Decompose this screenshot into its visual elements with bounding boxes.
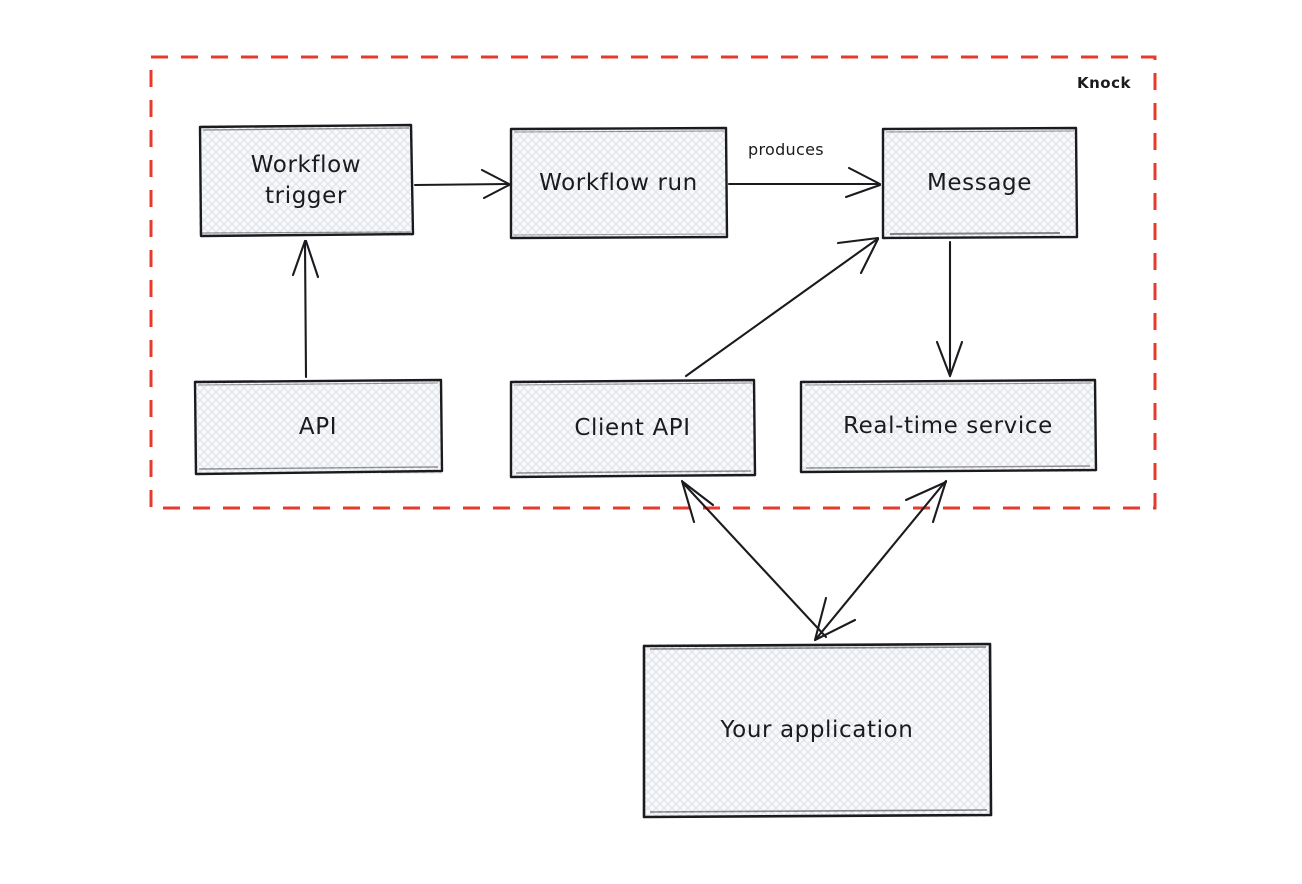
edge-run-to-message <box>727 166 882 199</box>
node-client-api[interactable] <box>509 378 757 479</box>
node-your-application[interactable] <box>642 642 993 819</box>
node-message[interactable] <box>881 126 1079 240</box>
edge-client-api-to-message <box>684 236 880 378</box>
node-api[interactable] <box>193 378 444 476</box>
knock-boundary <box>149 55 1157 510</box>
node-workflow-run[interactable] <box>509 126 729 240</box>
edge-message-to-realtime <box>935 240 964 378</box>
edge-api-to-trigger <box>291 239 320 379</box>
edge-app-to-client-api <box>680 479 828 639</box>
edge-label-produces: produces <box>748 140 824 159</box>
edge-trigger-to-run <box>413 168 511 200</box>
boundary-label-knock: Knock <box>1077 74 1131 92</box>
edge-realtime-to-app <box>813 479 948 642</box>
node-workflow-trigger[interactable] <box>198 123 415 238</box>
node-real-time-service[interactable] <box>799 378 1098 474</box>
